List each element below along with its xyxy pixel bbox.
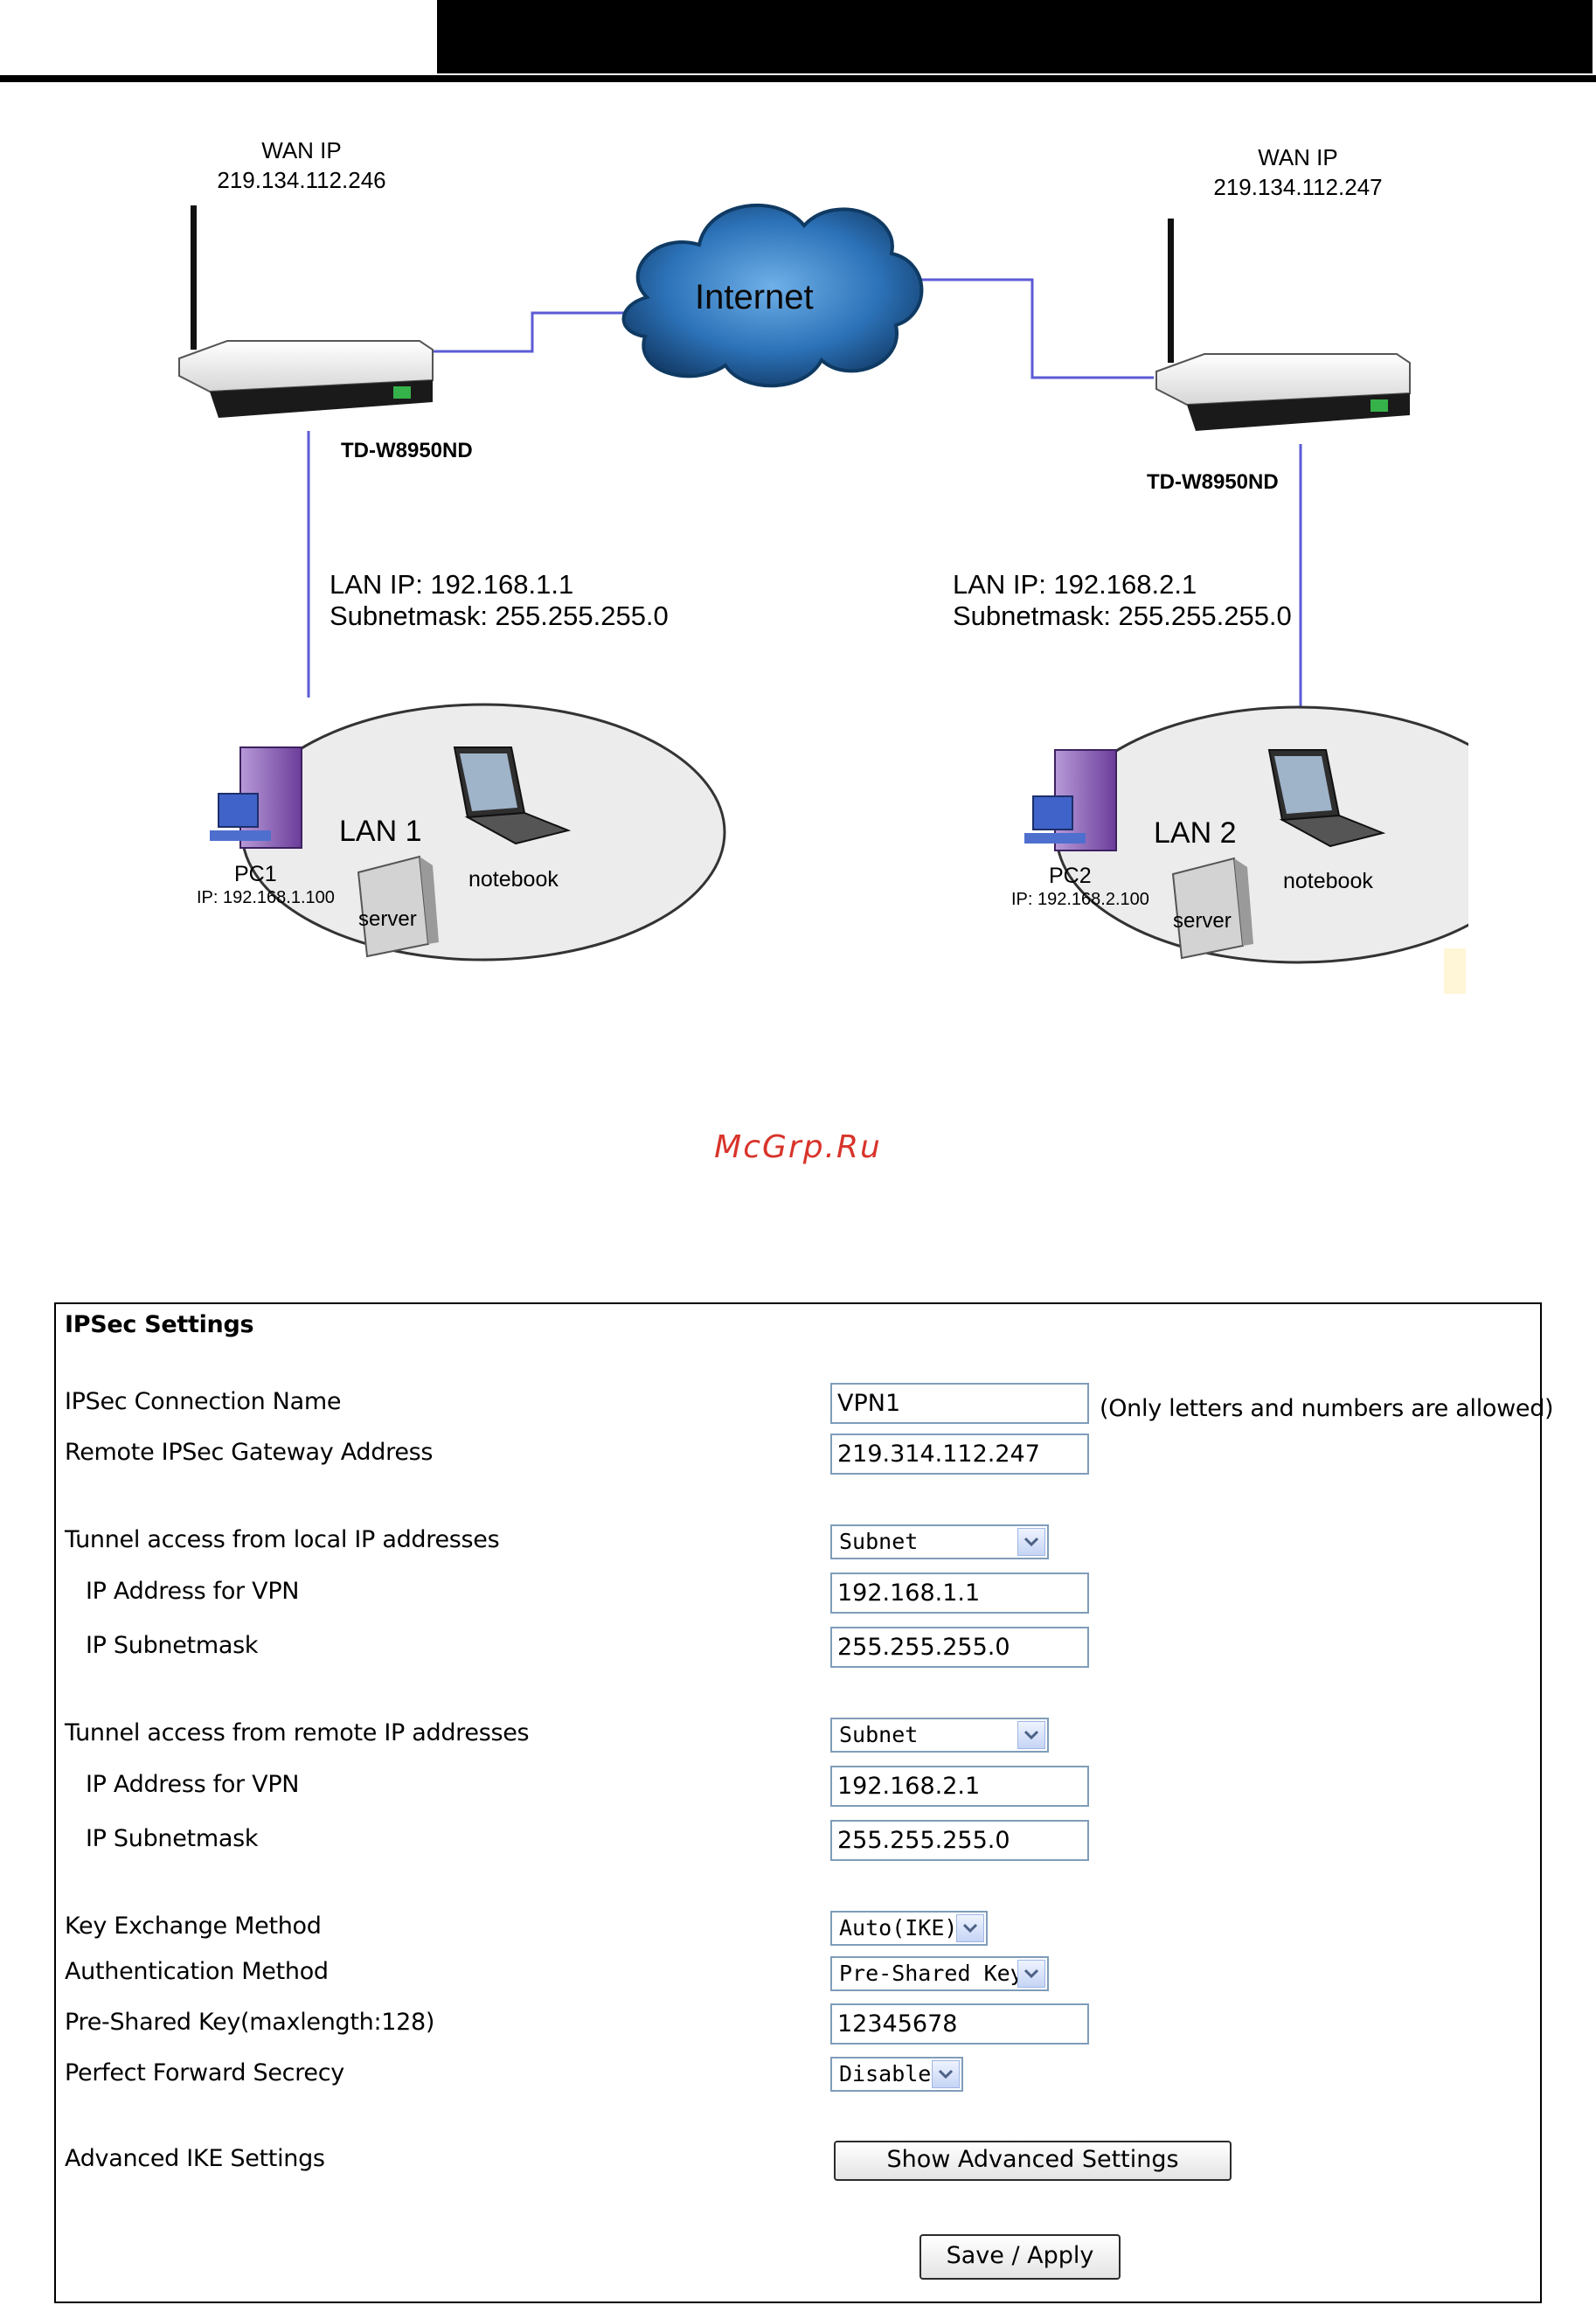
remote-mask-input[interactable]: 255.255.255.0	[830, 1820, 1089, 1861]
link-left-router-internet	[415, 311, 634, 353]
advanced-ike-label: Advanced IKE Settings	[65, 2145, 325, 2172]
auth-method-value: Pre-Shared Key	[839, 1961, 1024, 1986]
key-exchange-select[interactable]: Auto(IKE)	[830, 1911, 988, 1946]
left-wan-ip: 219.134.112.246	[217, 167, 386, 193]
right-lan-ip: LAN IP: 192.168.2.1	[953, 569, 1197, 600]
right-wan-ip: 219.134.112.247	[1213, 174, 1383, 200]
lan2-label: LAN 2	[1154, 816, 1237, 850]
connection-name-label: IPSec Connection Name	[65, 1388, 342, 1415]
local-ip-label: IP Address for VPN	[86, 1578, 300, 1605]
lan2-server-label: server	[1173, 909, 1232, 933]
lan1-label: LAN 1	[339, 815, 422, 848]
right-router-icon	[1155, 219, 1411, 431]
lan2-notebook-icon	[1267, 749, 1386, 848]
lan1-server-label: server	[358, 907, 417, 931]
local-ip-input[interactable]: 192.168.1.1	[830, 1573, 1089, 1614]
remote-access-value: Subnet	[839, 1722, 919, 1747]
psk-input[interactable]: 12345678	[830, 2003, 1089, 2045]
pc1-ip: IP: 192.168.1.100	[197, 888, 335, 907]
lan2-ellipse	[1055, 705, 1468, 964]
lan1-ellipse	[240, 703, 726, 962]
pc2-ip: IP: 192.168.2.100	[1011, 890, 1149, 909]
header-black-bar	[437, 0, 1593, 73]
lan1-pc-icon	[210, 746, 302, 849]
right-wan-title: WAN IP	[1258, 144, 1338, 170]
chevron-down-icon[interactable]	[932, 2060, 960, 2088]
right-subnet: Subnetmask: 255.255.255.0	[953, 601, 1292, 631]
local-access-value: Subnet	[839, 1529, 919, 1554]
internet-label: Internet	[695, 278, 814, 316]
local-access-select[interactable]: Subnet	[830, 1524, 1049, 1559]
local-access-label: Tunnel access from local IP addresses	[65, 1526, 500, 1553]
connection-name-input[interactable]: VPN1	[830, 1383, 1089, 1424]
chevron-down-icon[interactable]	[1017, 1721, 1045, 1749]
local-mask-input[interactable]: 255.255.255.0	[830, 1627, 1089, 1668]
pc2-label: PC2	[1049, 864, 1092, 888]
chevron-down-icon[interactable]	[1017, 1528, 1045, 1556]
pfs-value: Disable	[839, 2061, 932, 2086]
internet-cloud-icon	[621, 203, 924, 388]
network-diagram: WAN IP 219.134.112.246 TD-W8950ND LAN IP…	[131, 131, 1468, 996]
lan2-notebook-label: notebook	[1283, 869, 1373, 893]
left-subnet: Subnetmask: 255.255.255.0	[330, 601, 669, 631]
left-wan-title: WAN IP	[261, 137, 342, 163]
left-router-model: TD-W8950ND	[341, 439, 473, 462]
key-exchange-value: Auto(IKE)	[839, 1915, 958, 1941]
auth-method-select[interactable]: Pre-Shared Key	[830, 1956, 1049, 1991]
lan2-server-icon	[1171, 857, 1253, 960]
left-lan-ip: LAN IP: 192.168.1.1	[330, 569, 574, 600]
chevron-down-icon[interactable]	[1017, 1960, 1045, 1988]
chevron-down-icon[interactable]	[956, 1914, 984, 1942]
pfs-label: Perfect Forward Secrecy	[65, 2059, 344, 2086]
ipsec-settings-panel: IPSec Settings IPSec Connection Name VPN…	[54, 1302, 1554, 2303]
decorative-mark	[1444, 948, 1466, 994]
remote-gateway-label: Remote IPSec Gateway Address	[65, 1439, 434, 1466]
psk-label: Pre-Shared Key(maxlength:128)	[65, 2009, 435, 2036]
remote-gateway-input[interactable]: 219.314.112.247	[830, 1434, 1089, 1475]
right-router-model: TD-W8950ND	[1147, 470, 1279, 494]
remote-mask-label: IP Subnetmask	[86, 1825, 259, 1852]
show-advanced-settings-button[interactable]: Show Advanced Settings	[834, 2141, 1232, 2181]
remote-access-label: Tunnel access from remote IP addresses	[65, 1719, 530, 1746]
auth-method-label: Authentication Method	[65, 1958, 329, 1985]
lan2-pc-icon	[1024, 749, 1117, 851]
watermark-text: McGrp.Ru	[714, 1129, 882, 1165]
header-rule	[0, 75, 1596, 82]
connection-name-hint: (Only letters and numbers are allowed)	[1100, 1395, 1554, 1422]
lan1-server-icon	[357, 855, 439, 958]
left-router-icon	[178, 205, 434, 418]
link-right-router-internet	[900, 278, 1154, 379]
remote-access-select[interactable]: Subnet	[830, 1718, 1049, 1753]
panel-title: IPSec Settings	[65, 1311, 254, 1338]
save-apply-button[interactable]: Save / Apply	[919, 2234, 1121, 2280]
pfs-select[interactable]: Disable	[830, 2057, 963, 2092]
diagram-graphics	[178, 203, 1468, 994]
lan1-notebook-label: notebook	[468, 867, 559, 892]
lan1-notebook-icon	[453, 746, 572, 845]
key-exchange-label: Key Exchange Method	[65, 1913, 322, 1940]
remote-ip-input[interactable]: 192.168.2.1	[830, 1766, 1089, 1807]
pc1-label: PC1	[234, 862, 277, 886]
local-mask-label: IP Subnetmask	[86, 1632, 259, 1659]
remote-ip-label: IP Address for VPN	[86, 1771, 300, 1798]
